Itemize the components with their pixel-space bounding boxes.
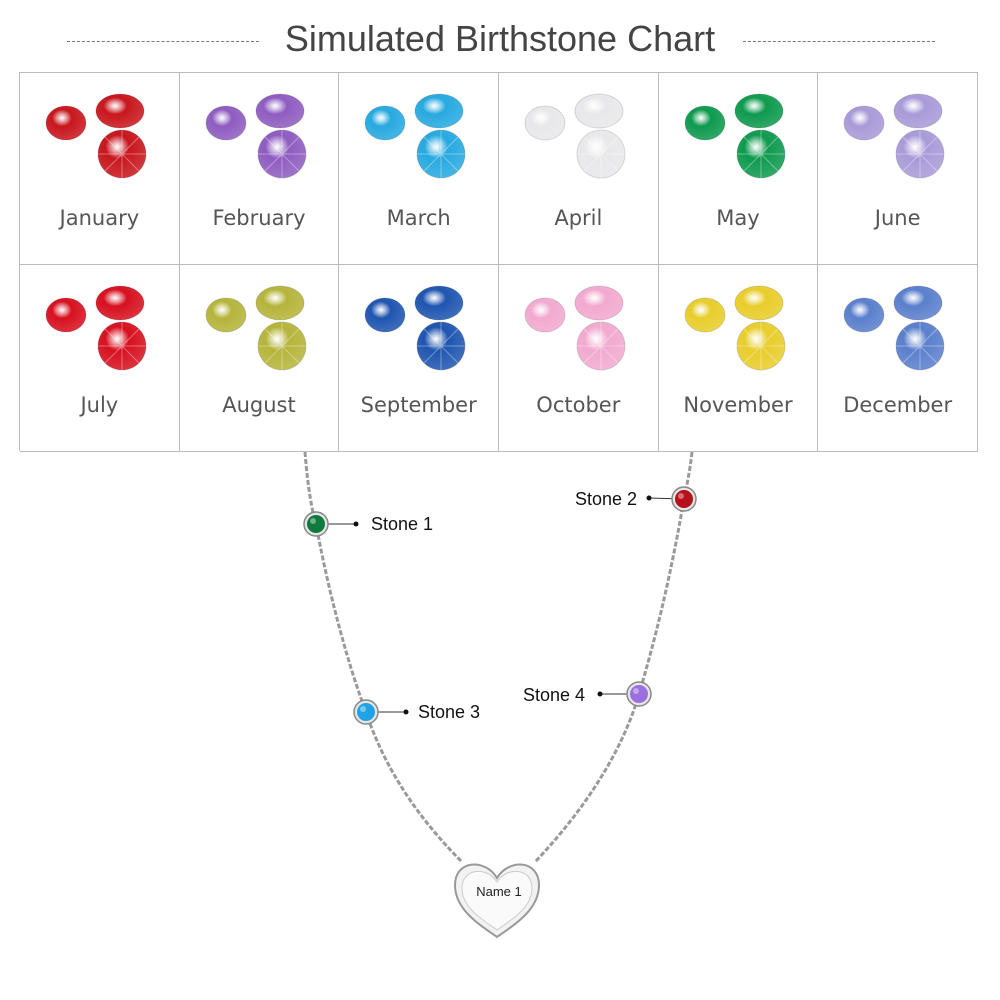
month-label: August [222,393,296,417]
stone-2-label: Stone 2 [575,489,638,509]
stone-2-gem [675,490,693,508]
stone-3-label: Stone 3 [418,702,481,722]
stone-3-gem [357,703,375,721]
month-cell-april: April [499,73,659,265]
month-cell-february: February [179,73,340,265]
stone-4-label: Stone 4 [523,685,586,705]
month-cell-june: June [818,73,978,265]
title-divider-right [743,41,935,42]
month-cell-september: September [339,265,499,452]
stone-4-gem [630,685,648,703]
gemstones-icon [524,285,626,371]
gemstones-icon [364,285,466,371]
month-cell-october: October [499,265,659,452]
month-label: July [80,393,119,417]
gemstones-icon [205,93,307,179]
month-label: May [716,206,760,230]
month-cell-december: December [818,265,978,452]
month-label: November [683,393,793,417]
gemstones-icon [684,285,786,371]
heart-pendant-inner [461,871,533,931]
gemstones-icon [843,285,945,371]
stone-1-gem [307,515,325,533]
chain-left [303,451,464,864]
stone-1-label: Stone 1 [371,514,434,534]
month-label: February [212,206,306,230]
month-label: October [536,393,621,417]
month-label: January [59,206,140,230]
month-label: June [874,206,921,230]
month-cell-november: November [658,265,819,452]
gemstones-icon [364,93,466,179]
month-cell-march: March [339,73,499,265]
pendant-engraving: Name 1 [476,884,522,899]
gemstones-icon [524,93,626,179]
stone-1-pointer-dot [353,521,359,527]
gemstones-icon [843,93,945,179]
chart-title: Simulated Birthstone Chart [284,18,716,59]
title-divider-left [67,41,259,42]
month-label: September [360,393,477,417]
gemstones-icon [684,93,786,179]
stone-3-pointer-dot [403,709,409,715]
gemstones-icon [45,285,147,371]
month-cell-august: August [179,265,340,452]
month-cell-may: May [658,73,819,265]
gemstones-icon [205,285,307,371]
stone-2-pointer-dot [646,495,652,501]
month-label: March [386,206,451,230]
gemstones-icon [45,93,147,179]
chain-right [533,451,694,864]
month-cell-july: July [20,265,180,452]
birthstone-grid: January February March April May June [19,72,978,452]
stone-4-pointer-dot [597,691,603,697]
month-label: April [554,206,603,230]
month-label: December [843,393,953,417]
month-cell-january: January [20,73,180,265]
